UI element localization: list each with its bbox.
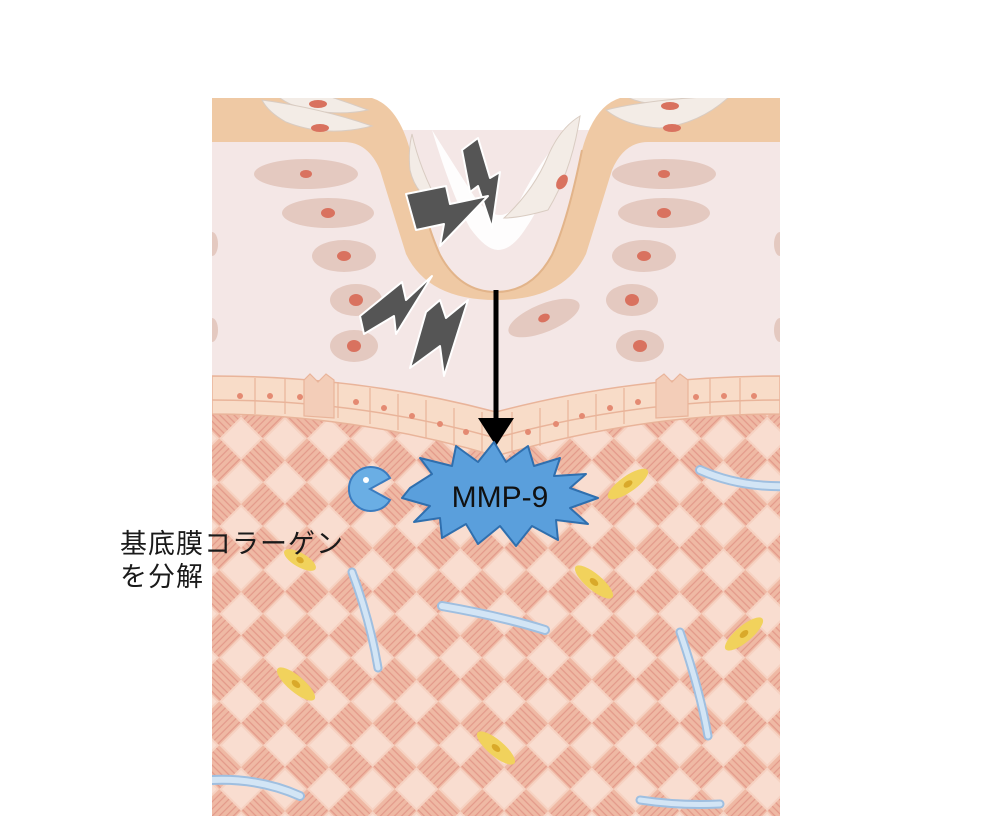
caption-line-1: 基底膜コラーゲン [120,529,344,560]
enzyme-label: MMP-9 [452,481,549,514]
epidermal-cells [212,159,780,362]
fibroblasts [276,468,764,765]
basal-cell-nuclei [237,393,757,435]
caption-line-2: を分解 [120,562,204,593]
capillaries [212,465,780,809]
stratum-corneum [212,98,780,300]
caption: 基底膜コラーゲン を分解 [120,528,344,594]
lightning-bolt-icon [359,137,501,377]
mmp9-enzyme: MMP-9 [401,441,599,547]
flaking-cells [261,98,729,219]
down-arrow-icon [478,290,514,446]
pacman-enzyme-icon [347,466,392,512]
enzyme-burst-shape [401,441,599,547]
